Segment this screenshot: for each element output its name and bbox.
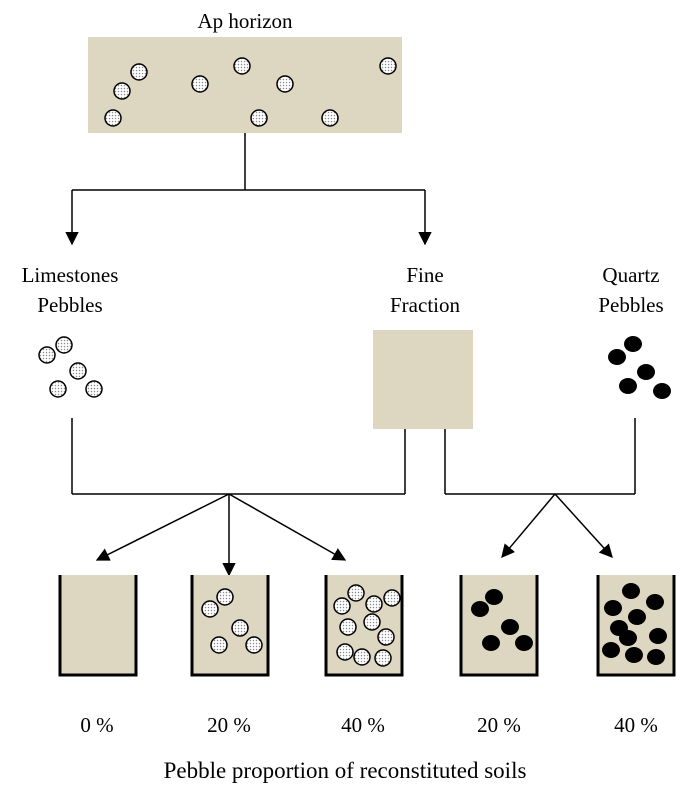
quartz-pebble	[625, 647, 643, 663]
quartz-pebble	[647, 649, 665, 665]
limestone-pebble	[201, 600, 219, 618]
quartz-pebble	[619, 378, 637, 394]
fine-fraction-box	[373, 330, 473, 429]
limestone-pebble	[276, 75, 294, 93]
quartz-pebbles-cluster	[608, 336, 671, 399]
quartz-pebble	[604, 600, 622, 616]
container-0pct	[58, 575, 138, 677]
arrow-to-40pct-quartz	[554, 493, 613, 559]
limestone-pebble	[69, 362, 87, 380]
quartz-pebble	[471, 601, 489, 617]
limestone-pebble	[49, 380, 67, 398]
arrow-to-20pct-quartz	[501, 493, 556, 559]
lower-connectors	[71, 418, 636, 577]
limestone-pebble	[245, 636, 263, 654]
arrow-to-0pct	[95, 493, 230, 561]
container-20pct-quartz	[459, 575, 539, 677]
limestone-pebble	[383, 589, 401, 607]
limestone-pebble	[113, 82, 131, 100]
quartz-pebble	[628, 609, 646, 625]
container-20pct-limestone	[190, 575, 270, 677]
quartz-pebble	[602, 642, 620, 658]
percent-label-40-limestone: 40 %	[341, 713, 385, 737]
quartz-pebble	[485, 589, 503, 605]
arrow-to-40pct-limestone	[228, 493, 347, 561]
limestone-pebble	[347, 584, 365, 602]
limestone-pebble	[374, 649, 392, 667]
limestone-pebble	[250, 109, 268, 127]
limestone-pebble	[55, 336, 73, 354]
container-40pct-limestone	[324, 575, 404, 677]
quartz-pebble	[624, 336, 642, 352]
percent-label-20-limestone: 20 %	[207, 713, 251, 737]
quartz-pebble	[637, 364, 655, 380]
limestone-pebble	[233, 57, 251, 75]
limestone-pebble	[379, 57, 397, 75]
limestone-pebble	[85, 380, 103, 398]
fine-fraction-label-line1: Fine	[406, 263, 444, 287]
limestone-pebble	[363, 613, 381, 631]
limestone-pebble	[321, 109, 339, 127]
limestone-pebble	[216, 588, 234, 606]
quartz-pebble	[649, 628, 667, 644]
quartz-pebble	[515, 635, 533, 651]
limestone-pebble	[130, 63, 148, 81]
ap-horizon-pebbles	[104, 57, 397, 127]
fine-fraction-label-line2: Fraction	[390, 293, 460, 317]
limestone-pebble	[210, 636, 228, 654]
percent-label-20-quartz: 20 %	[477, 713, 521, 737]
quartz-pebble	[646, 594, 664, 610]
limestone-label-line2: Pebbles	[37, 293, 103, 317]
limestone-pebble	[231, 619, 249, 637]
limestone-pebble	[365, 595, 383, 613]
percent-label-0: 0 %	[80, 713, 114, 737]
limestone-label-line1: Limestones	[21, 263, 119, 287]
quartz-label-line1: Quartz	[602, 263, 660, 287]
limestone-pebble	[353, 648, 371, 666]
quartz-pebble	[482, 635, 500, 651]
top-connector	[65, 133, 432, 246]
quartz-pebble	[653, 383, 671, 399]
caption: Pebble proportion of reconstituted soils	[163, 758, 527, 783]
quartz-pebble	[622, 583, 640, 599]
limestone-pebble	[104, 109, 122, 127]
quartz-label-line2: Pebbles	[598, 293, 664, 317]
quartz-pebble	[619, 630, 637, 646]
quartz-pebble	[608, 349, 626, 365]
quartz-pebble	[501, 619, 519, 635]
limestone-pebble	[333, 597, 351, 615]
limestone-pebbles-cluster	[38, 336, 103, 398]
limestone-pebble	[191, 75, 209, 93]
limestone-pebble	[377, 628, 395, 646]
limestone-pebble	[339, 618, 357, 636]
limestone-pebble	[38, 346, 56, 364]
limestone-pebble	[336, 643, 354, 661]
percent-label-40-quartz: 40 %	[614, 713, 658, 737]
ap-horizon-box	[88, 37, 402, 133]
ap-horizon-title: Ap horizon	[197, 9, 293, 33]
container-40pct-quartz	[596, 575, 676, 677]
